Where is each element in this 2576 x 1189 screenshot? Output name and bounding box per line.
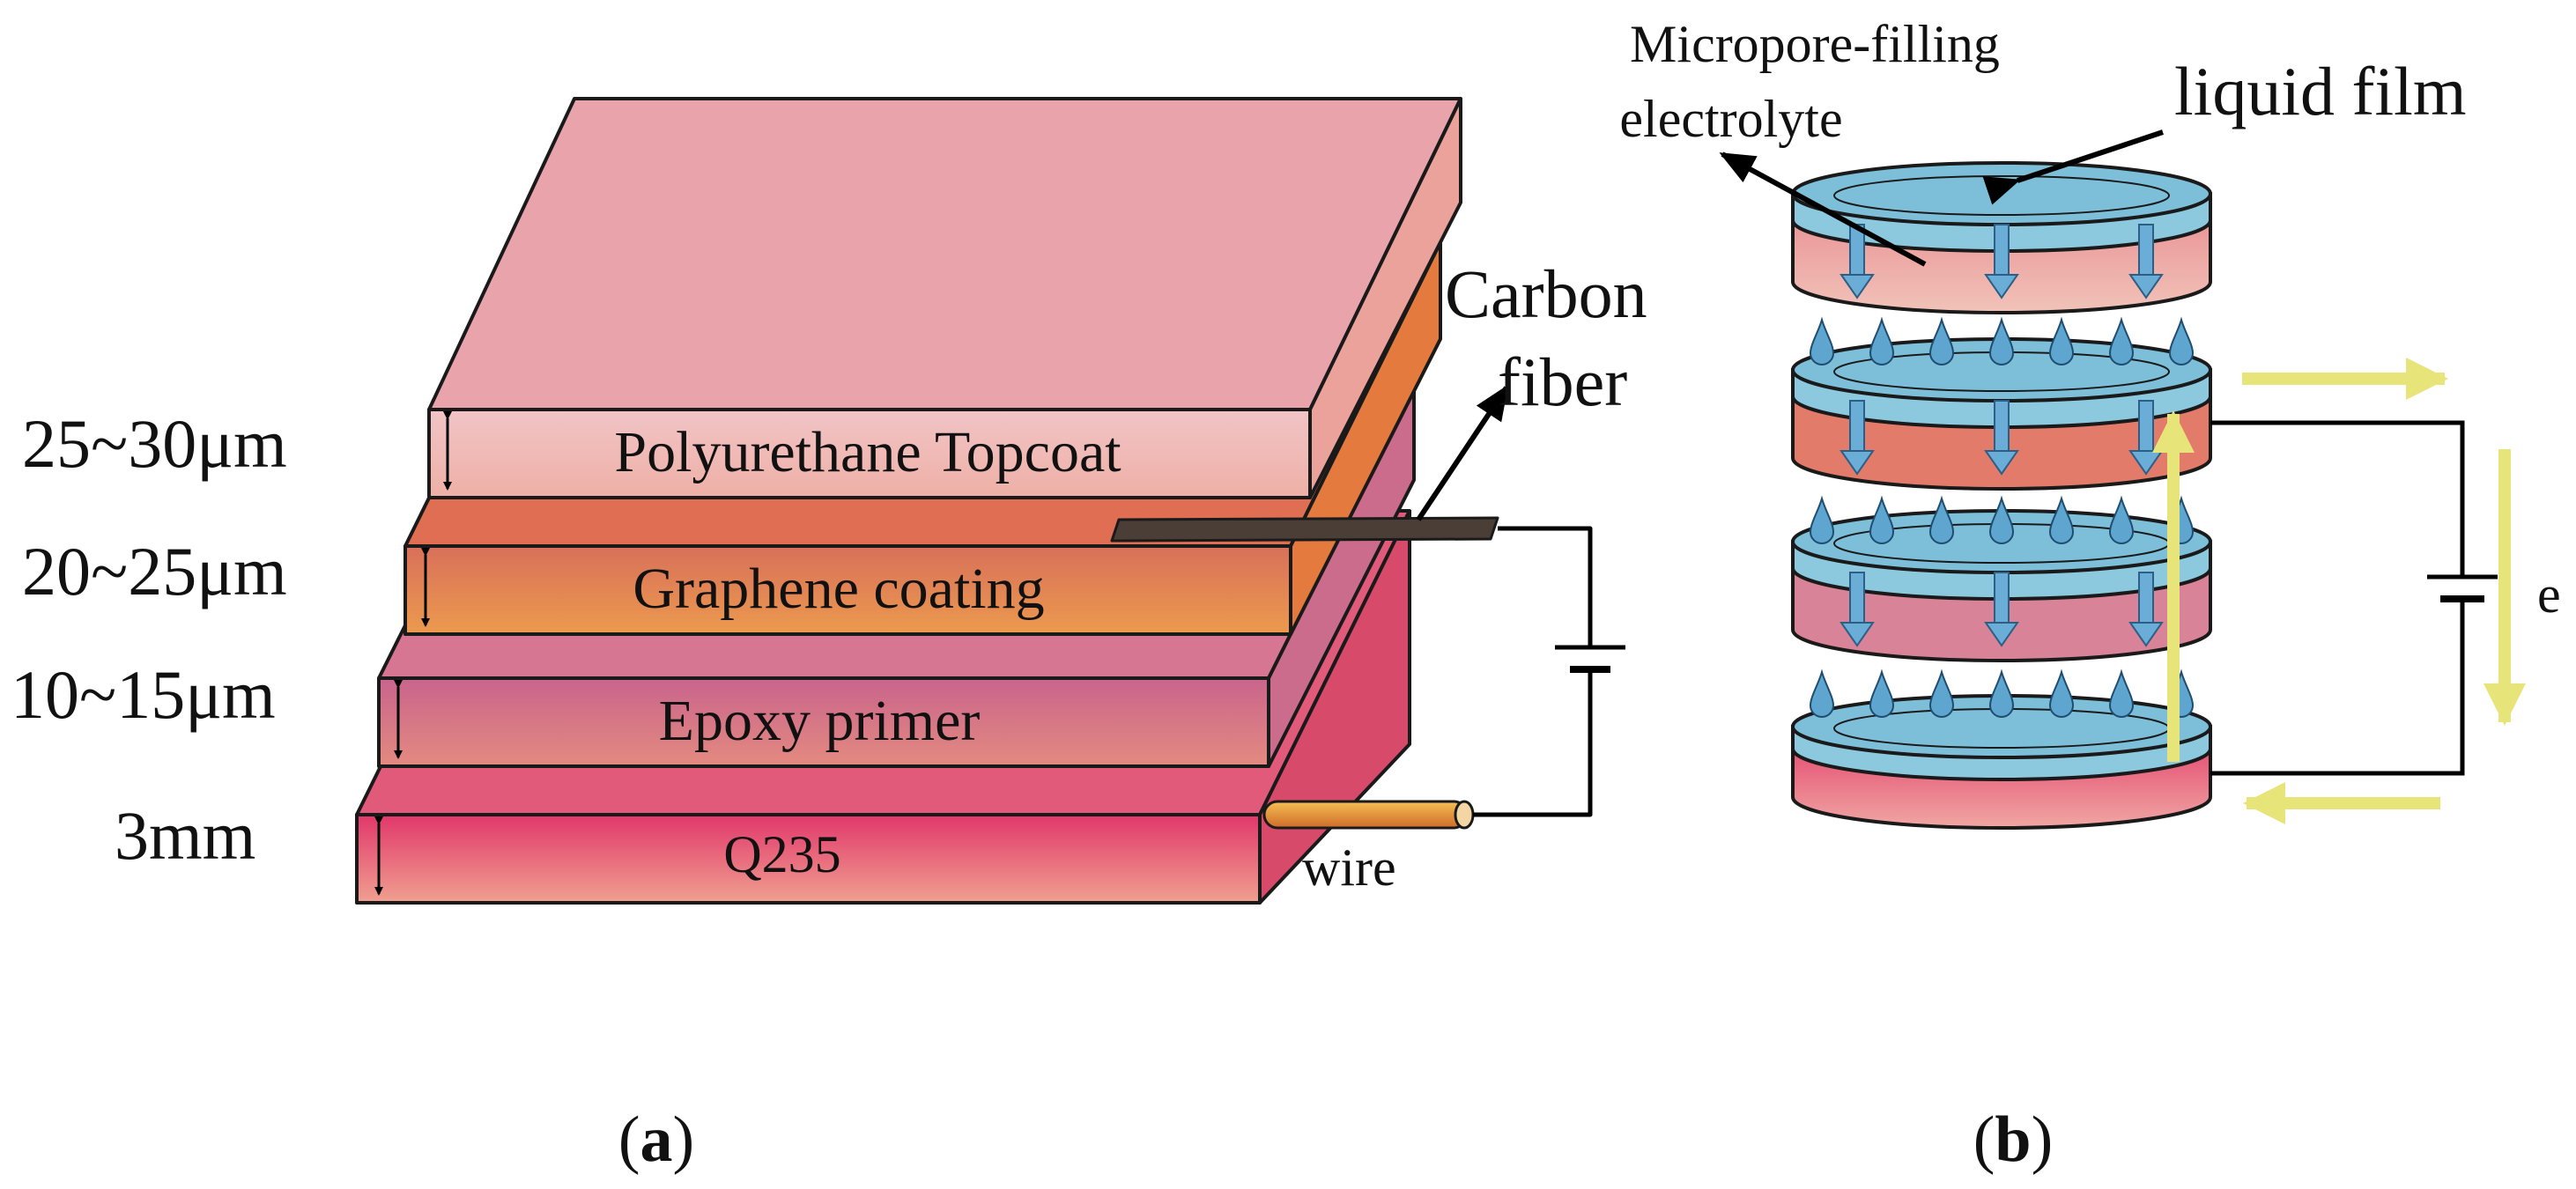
disk-4	[1791, 694, 2212, 830]
thickness-q235: 3mm	[115, 797, 255, 874]
droplet	[1809, 668, 1835, 718]
droplet	[1988, 316, 2015, 366]
electrolyte-down-arrow	[2128, 400, 2164, 476]
droplet	[1988, 668, 2015, 718]
droplet	[1928, 495, 1955, 544]
droplet	[1869, 668, 1895, 718]
electrolyte-down-arrow	[2128, 224, 2164, 299]
caption-b: (b)	[1973, 1104, 2053, 1176]
micropore-pointer	[1719, 151, 1927, 267]
droplet	[1869, 316, 1895, 366]
thickness-graphene: 20~25μm	[22, 533, 287, 609]
electrolyte-down-arrow	[2128, 572, 2164, 647]
electrolyte-down-arrow	[1839, 224, 1875, 299]
label-topcoat: Polyurethane Topcoat	[614, 420, 1121, 484]
liquid-film-pointer	[1982, 129, 2164, 205]
droplet	[2048, 668, 2075, 718]
carbon-fiber-pointer	[1416, 384, 1509, 521]
droplet	[1928, 668, 1955, 718]
electrolyte-droplets	[1809, 316, 2195, 718]
droplet	[2048, 316, 2075, 366]
layer-topcoat	[427, 97, 1462, 499]
electron-flow-arrows	[2152, 358, 2526, 824]
carbon-fiber-strip	[1110, 516, 1499, 543]
droplet	[2108, 668, 2135, 718]
droplet	[1869, 495, 1895, 544]
droplet	[1928, 316, 1955, 366]
wire-label: wire	[1302, 838, 1396, 897]
label-q235: Q235	[723, 825, 840, 883]
carbon-fiber-label-line2: fiber	[1498, 343, 1627, 420]
electrolyte-arrows	[1839, 224, 2164, 647]
droplet	[2108, 316, 2135, 366]
droplet	[2168, 316, 2195, 366]
electrolyte-down-arrow	[1984, 224, 2019, 299]
liquid-film-label: liquid film	[2174, 53, 2467, 129]
droplet	[1988, 495, 2015, 544]
micropore-label-line2: electrolyte	[1619, 90, 1842, 148]
droplet	[2048, 495, 2075, 544]
micropore-label-line1: Micropore-filling	[1630, 15, 2000, 73]
wire-cable	[1262, 800, 1475, 830]
circuit-b	[2210, 420, 2498, 776]
thickness-epoxy: 10~15μm	[11, 656, 276, 733]
panel-a	[355, 97, 1625, 905]
carbon-fiber-label-line1: Carbon	[1445, 255, 1647, 332]
electrolyte-down-arrow	[1984, 572, 2019, 647]
electrolyte-down-arrow	[1984, 400, 2019, 476]
label-graphene: Graphene coating	[633, 557, 1044, 621]
droplet	[2108, 495, 2135, 544]
electron-label: e	[2537, 565, 2561, 624]
thickness-arrows	[374, 411, 452, 896]
droplet	[1809, 316, 1835, 366]
electrolyte-down-arrow	[1839, 572, 1875, 647]
electrolyte-down-arrow	[1839, 400, 1875, 476]
circuit-a	[1473, 526, 1625, 817]
label-epoxy: Epoxy primer	[659, 689, 981, 753]
thickness-topcoat: 25~30μm	[22, 405, 287, 482]
panel-b	[1791, 161, 2212, 830]
droplet	[1809, 495, 1835, 544]
caption-a: (a)	[618, 1104, 694, 1176]
